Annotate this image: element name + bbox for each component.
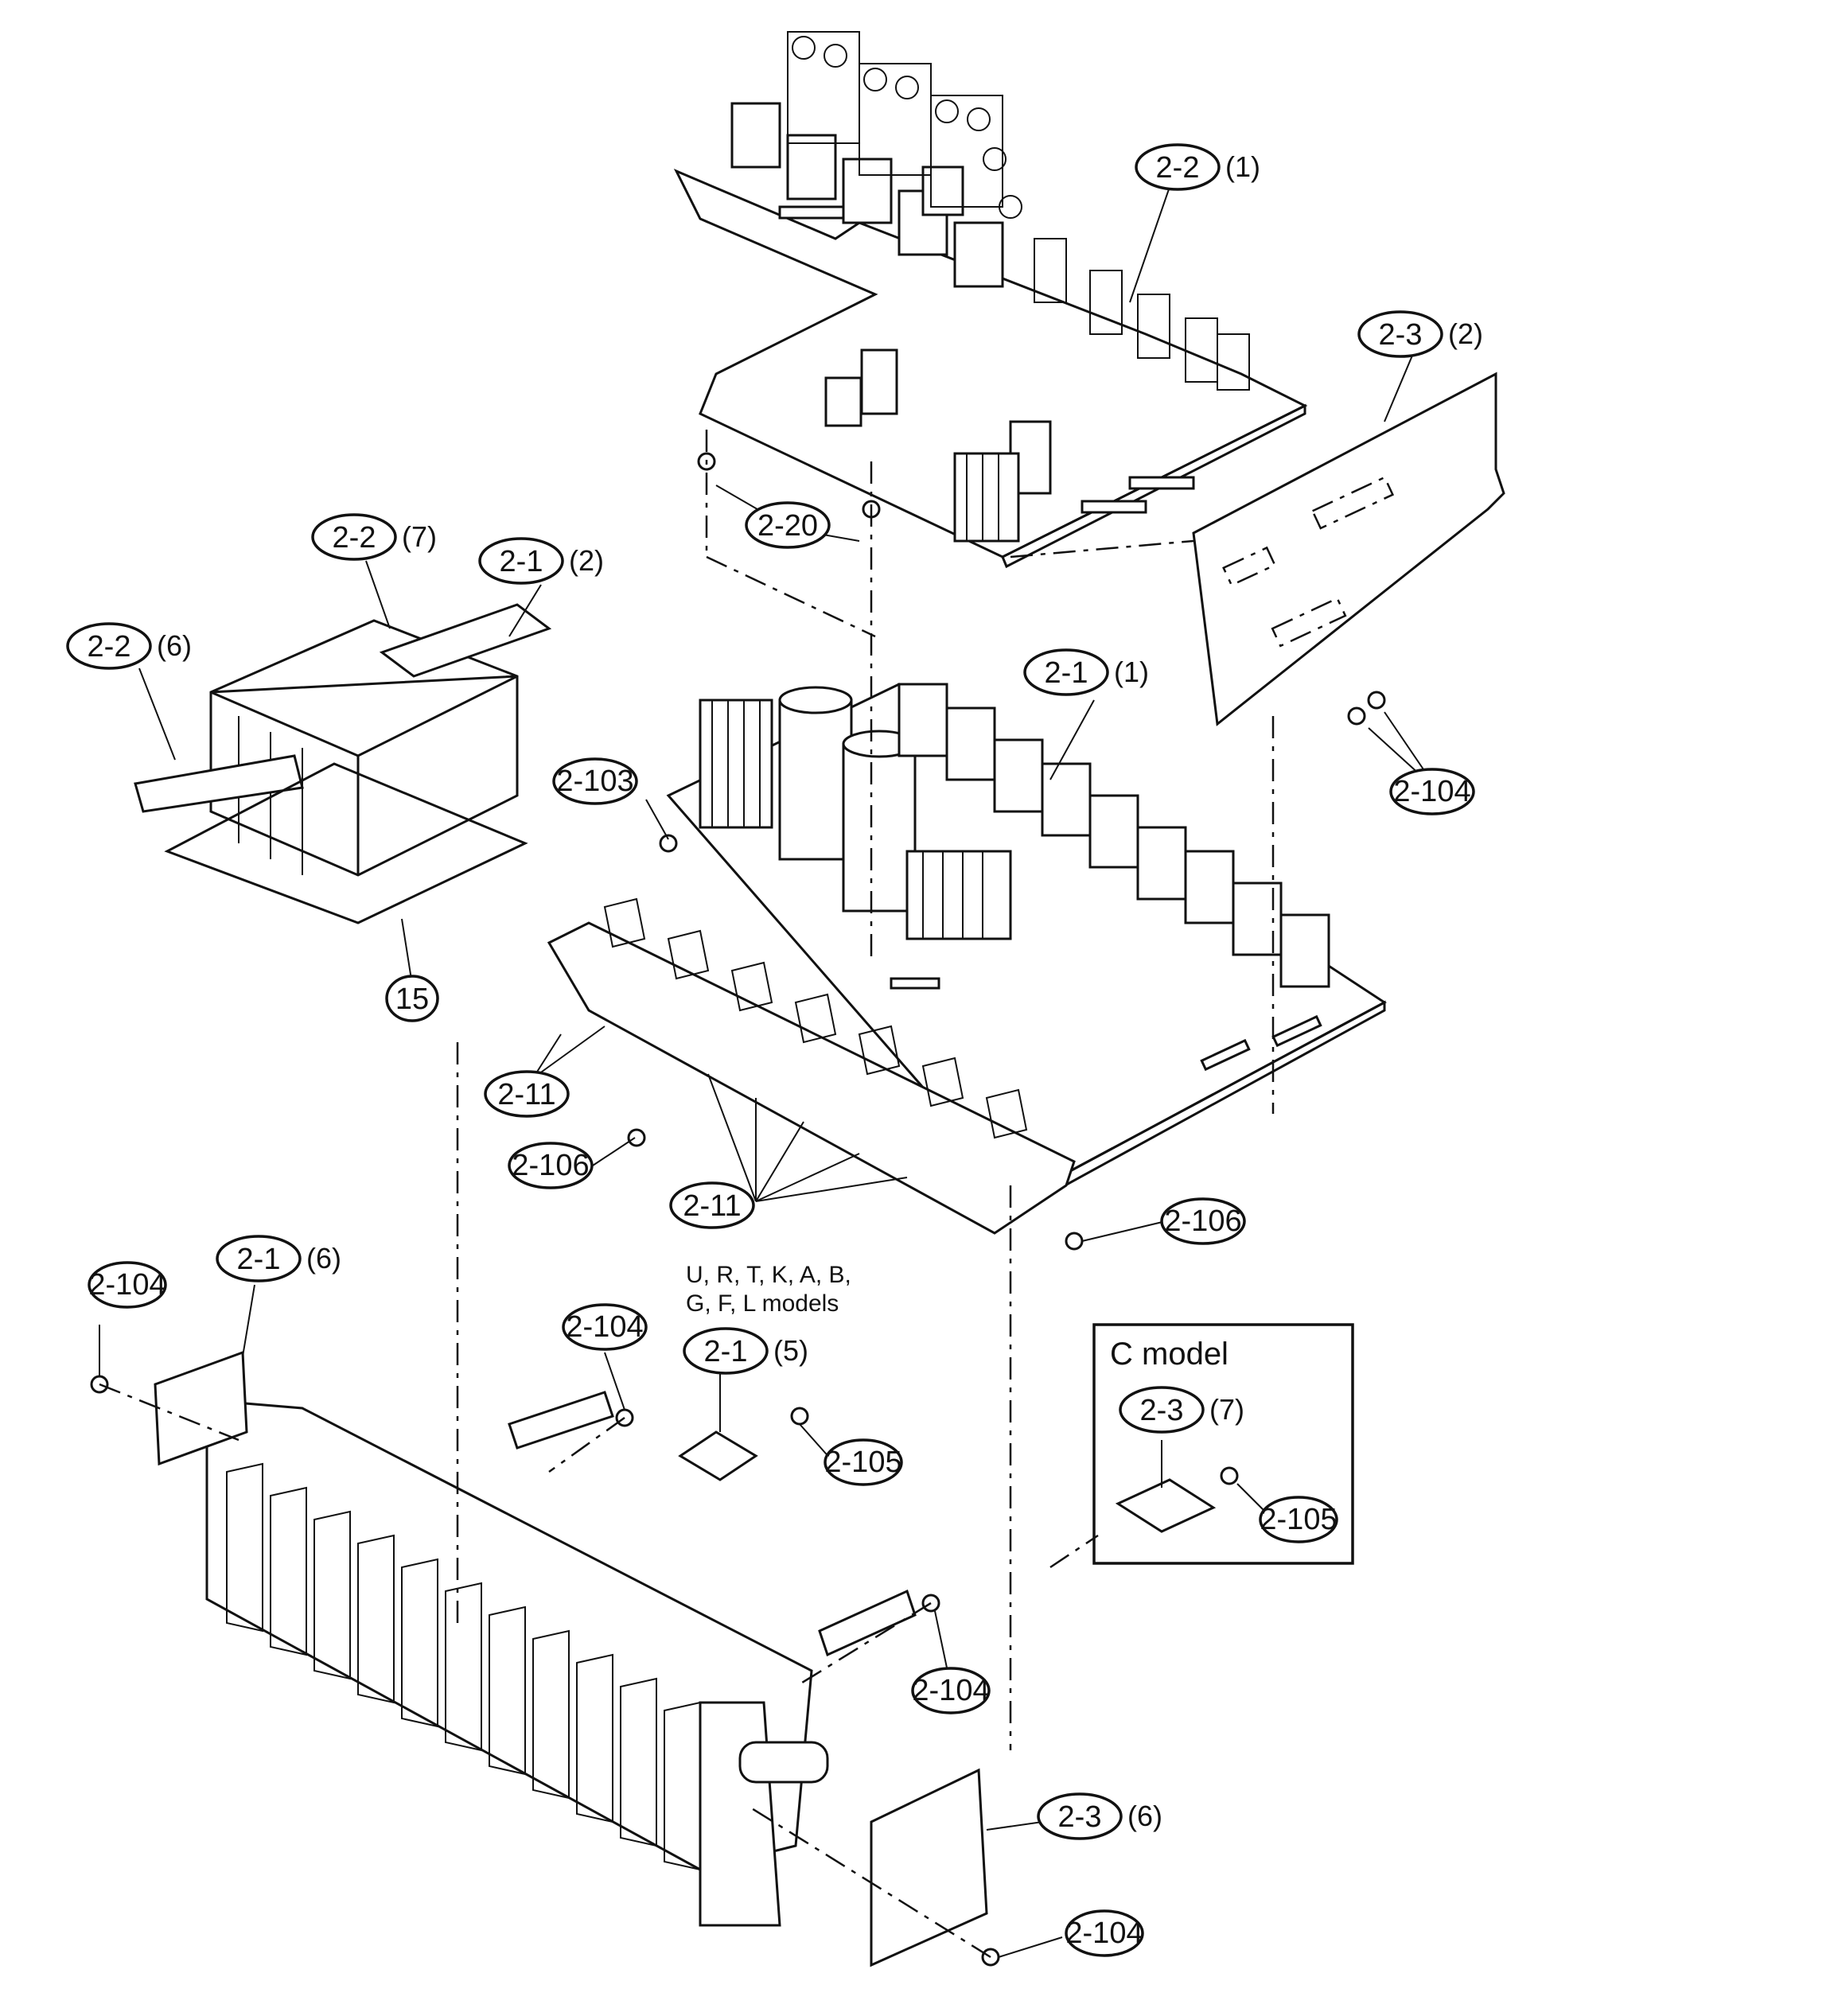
assembly-lines xyxy=(99,430,1275,1959)
bracket-left xyxy=(508,1391,614,1450)
callout-2-1-5: 2-1 (5) xyxy=(683,1327,808,1375)
callout-2-3-2: 2-3 (2) xyxy=(1357,310,1483,358)
svg-text:(5): (5) xyxy=(773,1334,808,1367)
inset-title: C model xyxy=(1110,1337,1229,1372)
svg-text:(7): (7) xyxy=(402,520,437,553)
svg-text:2-3: 2-3 xyxy=(1379,318,1423,352)
callout-2-2-7: 2-2 (7) xyxy=(311,513,437,561)
svg-text:2-105: 2-105 xyxy=(1260,1503,1337,1536)
callout-2-20: 2-20 xyxy=(745,501,831,549)
callout-2-104-e: 2-104 xyxy=(1065,1909,1144,1957)
callout-2-104-a: 2-104 xyxy=(1389,768,1475,815)
models-note-line2: G, F, L models xyxy=(686,1290,839,1317)
svg-text:2-106: 2-106 xyxy=(512,1149,589,1182)
svg-text:2-104: 2-104 xyxy=(88,1268,165,1302)
svg-text:(1): (1) xyxy=(1225,150,1260,183)
svg-text:2-3: 2-3 xyxy=(1140,1394,1184,1427)
callout-2-2-6: 2-2 (6) xyxy=(66,622,192,670)
svg-text:2-11: 2-11 xyxy=(497,1078,555,1111)
svg-text:2-103: 2-103 xyxy=(556,765,633,798)
callout-2-105-a: 2-105 xyxy=(824,1438,903,1486)
svg-text:2-11: 2-11 xyxy=(683,1189,741,1223)
svg-text:2-104: 2-104 xyxy=(1065,1917,1143,1950)
callout-2-105-b: 2-105 xyxy=(1259,1496,1338,1543)
svg-text:2-20: 2-20 xyxy=(757,509,818,543)
power-transformer xyxy=(134,603,552,924)
callout-2-104-c: 2-104 xyxy=(562,1303,648,1351)
svg-text:2-1: 2-1 xyxy=(704,1335,748,1368)
svg-text:2-2: 2-2 xyxy=(1156,151,1200,185)
callout-2-1-6: 2-1 (6) xyxy=(216,1235,341,1282)
main-heatsink xyxy=(205,1399,829,1927)
svg-text:2-105: 2-105 xyxy=(824,1446,901,1479)
svg-text:2-106: 2-106 xyxy=(1164,1205,1241,1238)
svg-text:(2): (2) xyxy=(1448,317,1483,350)
svg-text:15: 15 xyxy=(395,983,429,1016)
svg-text:(6): (6) xyxy=(157,629,192,662)
board-2-3-6 xyxy=(870,1768,988,1967)
svg-text:2-1: 2-1 xyxy=(237,1243,281,1276)
board-2-1-6 xyxy=(154,1350,248,1466)
svg-text:(1): (1) xyxy=(1114,656,1149,688)
callout-2-3-6: 2-3 (6) xyxy=(1037,1792,1162,1840)
svg-text:2-1: 2-1 xyxy=(500,545,543,578)
svg-text:2-1: 2-1 xyxy=(1045,656,1088,690)
callout-2-2-1: 2-2 (1) xyxy=(1135,143,1260,191)
svg-text:2-104: 2-104 xyxy=(912,1674,989,1707)
svg-text:(6): (6) xyxy=(306,1242,341,1275)
callout-2-104-d: 2-104 xyxy=(911,1667,991,1714)
svg-text:(7): (7) xyxy=(1209,1393,1244,1426)
callout-15: 15 xyxy=(385,975,439,1022)
board-2-3-upper xyxy=(1192,372,1505,726)
callout-2-103: 2-103 xyxy=(552,757,638,805)
svg-text:2-3: 2-3 xyxy=(1058,1800,1102,1834)
callout-2-106-b: 2-106 xyxy=(1160,1197,1246,1245)
board-2-1-5 xyxy=(678,1430,758,1481)
svg-text:(6): (6) xyxy=(1127,1800,1162,1832)
top-circuit-board xyxy=(673,31,1308,569)
callout-2-104-b: 2-104 xyxy=(88,1261,167,1309)
svg-text:2-2: 2-2 xyxy=(88,630,131,664)
svg-text:(2): (2) xyxy=(569,544,604,577)
callout-2-1-2: 2-1 (2) xyxy=(478,537,604,585)
transistor-bracket xyxy=(547,897,1076,1235)
callout-2-11-b: 2-11 xyxy=(669,1181,755,1229)
bracket-right xyxy=(818,1589,917,1657)
svg-text:2-104: 2-104 xyxy=(566,1310,643,1344)
callout-2-3-7: 2-3 (7) xyxy=(1119,1386,1244,1434)
svg-text:2-2: 2-2 xyxy=(333,521,376,555)
svg-text:2-104: 2-104 xyxy=(1393,775,1470,808)
main-amplifier-board xyxy=(666,683,1387,1189)
callout-2-1-1: 2-1 (1) xyxy=(1023,648,1149,696)
models-note-line1: U, R, T, K, A, B, xyxy=(686,1262,851,1288)
callout-2-106-a: 2-106 xyxy=(508,1142,594,1189)
callout-2-11-a: 2-11 xyxy=(484,1070,570,1118)
